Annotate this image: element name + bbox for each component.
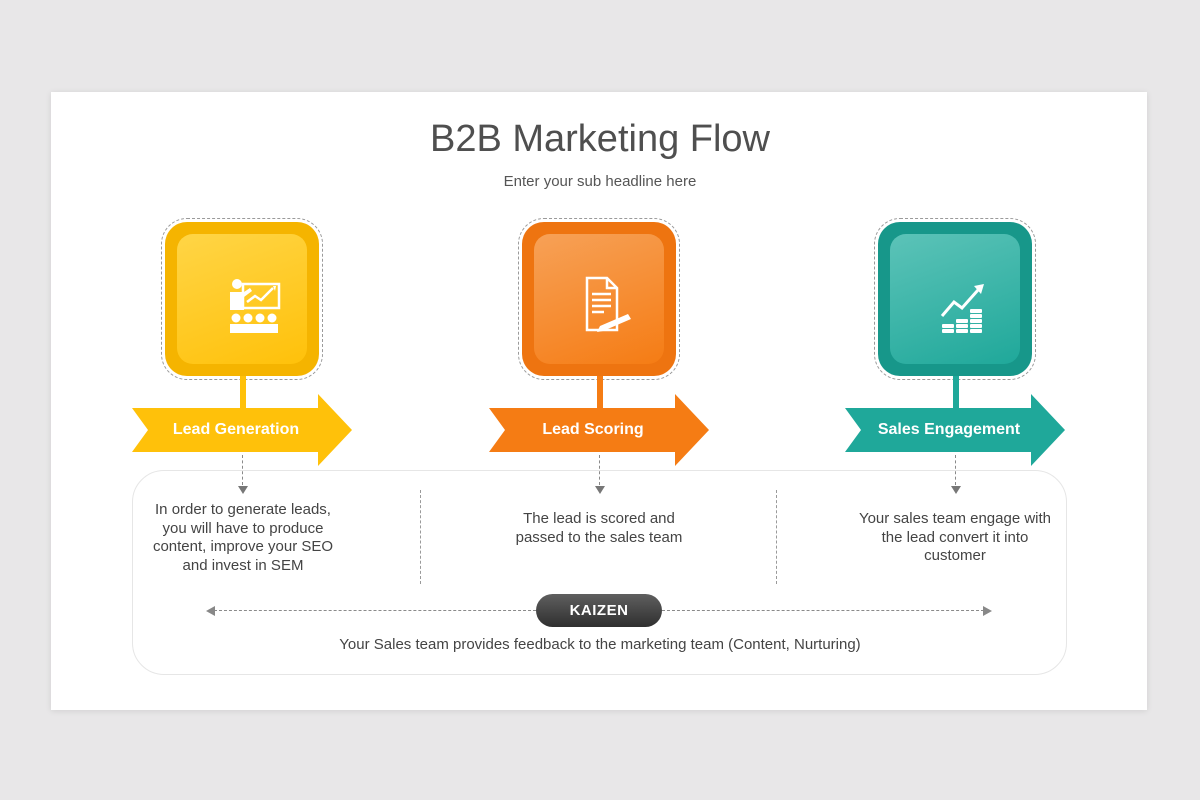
presentation-audience-icon bbox=[230, 279, 281, 333]
stage-arrow: Sales Engagement bbox=[845, 394, 1065, 466]
page-title: B2B Marketing Flow bbox=[429, 118, 770, 160]
kaizen-line-right bbox=[662, 610, 984, 611]
connector-stem bbox=[597, 376, 603, 410]
icon-tile bbox=[522, 222, 676, 376]
down-connector bbox=[242, 455, 243, 485]
right-arrowhead bbox=[983, 606, 992, 616]
stage-description: Your sales team engage with the lead con… bbox=[858, 510, 1052, 564]
down-arrowhead bbox=[595, 486, 605, 494]
icon-tile bbox=[165, 222, 319, 376]
stage-description: The lead is scored and passed to the sal… bbox=[515, 510, 683, 546]
kaizen-badge: KAIZEN bbox=[536, 594, 662, 627]
stage-arrow: Lead Generation bbox=[132, 394, 352, 466]
down-connector bbox=[599, 455, 600, 485]
stage-label: Sales Engagement bbox=[877, 421, 1021, 438]
panel-divider-2 bbox=[776, 490, 777, 584]
feedback-text: Your Sales team provides feedback to the… bbox=[339, 636, 861, 653]
connector-stem bbox=[240, 376, 246, 410]
stage-description: In order to generate leads, you will hav… bbox=[152, 501, 334, 574]
stage-label: Lead Generation bbox=[172, 421, 300, 438]
panel-divider-1 bbox=[420, 490, 421, 584]
left-arrowhead bbox=[206, 606, 215, 616]
document-pen-icon bbox=[585, 276, 631, 332]
growth-coins-icon bbox=[940, 284, 984, 333]
stage-label: Lead Scoring bbox=[542, 421, 644, 438]
icon-tile-inner bbox=[534, 234, 664, 364]
icon-tile-inner bbox=[890, 234, 1020, 364]
down-arrowhead bbox=[238, 486, 248, 494]
stage-arrow: Lead Scoring bbox=[489, 394, 709, 466]
connector-stem bbox=[953, 376, 959, 410]
icon-tile bbox=[878, 222, 1032, 376]
down-connector bbox=[955, 455, 956, 485]
icon-tile-inner bbox=[177, 234, 307, 364]
kaizen-line-left bbox=[214, 610, 536, 611]
page-subtitle: Enter your sub headline here bbox=[503, 173, 697, 190]
down-arrowhead bbox=[951, 486, 961, 494]
